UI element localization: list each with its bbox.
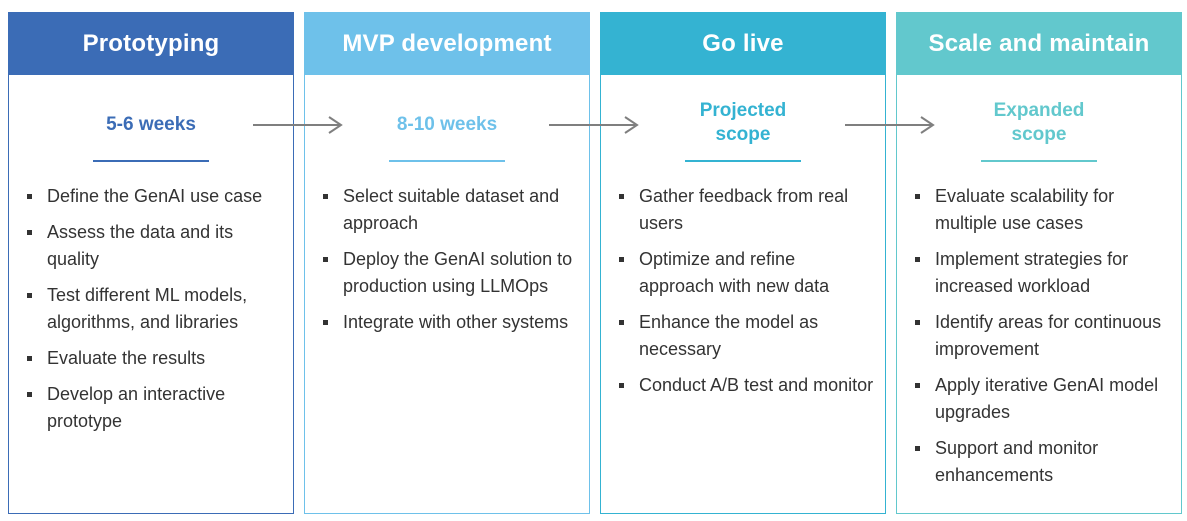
phase-duration: Expanded scope: [993, 100, 1085, 145]
divider: [685, 160, 801, 162]
task-text: Gather feedback from real users: [639, 186, 849, 233]
bullet-icon: [27, 230, 32, 235]
task-text: Test different ML models, algorithms, an…: [47, 285, 248, 332]
bullet-icon: [915, 320, 920, 325]
bullet-icon: [323, 257, 328, 262]
task-list: Gather feedback from real users Optimize…: [617, 183, 875, 408]
list-item: Deploy the GenAI solution to production …: [321, 246, 579, 300]
list-item: Select suitable dataset and approach: [321, 183, 579, 237]
phase-card-prototyping: Prototyping 5-6 weeks Define the GenAI u…: [8, 12, 294, 514]
list-item: Implement strategies for increased workl…: [913, 246, 1171, 300]
task-text: Optimize and refine approach with new da…: [639, 249, 830, 296]
bullet-icon: [619, 257, 624, 262]
bullet-icon: [915, 383, 920, 388]
task-text: Integrate with other systems: [343, 312, 569, 332]
list-item: Apply iterative GenAI model upgrades: [913, 372, 1171, 426]
bullet-icon: [915, 257, 920, 262]
list-item: Evaluate scalability for multiple use ca…: [913, 183, 1171, 237]
task-text: Implement strategies for increased workl…: [935, 249, 1129, 296]
bullet-icon: [915, 446, 920, 451]
task-text: Support and monitor enhancements: [935, 438, 1099, 485]
task-list: Evaluate scalability for multiple use ca…: [913, 183, 1171, 498]
divider: [389, 160, 505, 162]
phase-title: Scale and maintain: [897, 13, 1181, 75]
task-text: Define the GenAI use case: [47, 186, 263, 206]
task-text: Select suitable dataset and approach: [343, 186, 560, 233]
list-item: Optimize and refine approach with new da…: [617, 246, 875, 300]
list-item: Test different ML models, algorithms, an…: [25, 282, 283, 336]
task-text: Apply iterative GenAI model upgrades: [935, 375, 1159, 422]
list-item: Conduct A/B test and monitor: [617, 372, 875, 399]
phase-title: MVP development: [305, 13, 589, 75]
list-item: Assess the data and its quality: [25, 219, 283, 273]
task-text: Enhance the model as necessary: [639, 312, 819, 359]
list-item: Develop an interactive prototype: [25, 381, 283, 435]
list-item: Integrate with other systems: [321, 309, 579, 336]
phase-card-mvp-development: MVP development 8-10 weeks Select suitab…: [304, 12, 590, 514]
task-list: Define the GenAI use case Assess the dat…: [25, 183, 283, 444]
task-list: Select suitable dataset and approach Dep…: [321, 183, 579, 345]
bullet-icon: [27, 392, 32, 397]
arrow-right-icon: [253, 116, 343, 134]
list-item: Evaluate the results: [25, 345, 283, 372]
phase-card-scale-and-maintain: Scale and maintain Expanded scope Evalua…: [896, 12, 1182, 514]
list-item: Enhance the model as necessary: [617, 309, 875, 363]
arrow-right-icon: [845, 116, 935, 134]
bullet-icon: [619, 320, 624, 325]
phase-duration: 5-6 weeks: [106, 114, 196, 135]
phase-duration: 8-10 weeks: [396, 114, 498, 135]
list-item: Define the GenAI use case: [25, 183, 283, 210]
bullet-icon: [915, 194, 920, 199]
bullet-icon: [27, 356, 32, 361]
phase-title: Prototyping: [9, 13, 293, 75]
bullet-icon: [27, 293, 32, 298]
bullet-icon: [323, 320, 328, 325]
bullet-icon: [323, 194, 328, 199]
divider: [981, 160, 1097, 162]
phase-duration: Projected scope: [699, 100, 787, 145]
bullet-icon: [619, 383, 624, 388]
task-text: Evaluate the results: [47, 348, 206, 368]
list-item: Support and monitor enhancements: [913, 435, 1171, 489]
task-text: Deploy the GenAI solution to production …: [343, 249, 573, 296]
bullet-icon: [27, 194, 32, 199]
phase-card-go-live: Go live Projected scope Gather feedback …: [600, 12, 886, 514]
task-text: Assess the data and its quality: [47, 222, 234, 269]
list-item: Gather feedback from real users: [617, 183, 875, 237]
phase-title: Go live: [601, 13, 885, 75]
task-text: Conduct A/B test and monitor: [639, 375, 874, 395]
task-text: Develop an interactive prototype: [47, 384, 226, 431]
task-text: Evaluate scalability for multiple use ca…: [935, 186, 1115, 233]
arrow-right-icon: [549, 116, 639, 134]
task-text: Identify areas for continuous improvemen…: [935, 312, 1162, 359]
divider: [93, 160, 209, 162]
bullet-icon: [619, 194, 624, 199]
list-item: Identify areas for continuous improvemen…: [913, 309, 1171, 363]
